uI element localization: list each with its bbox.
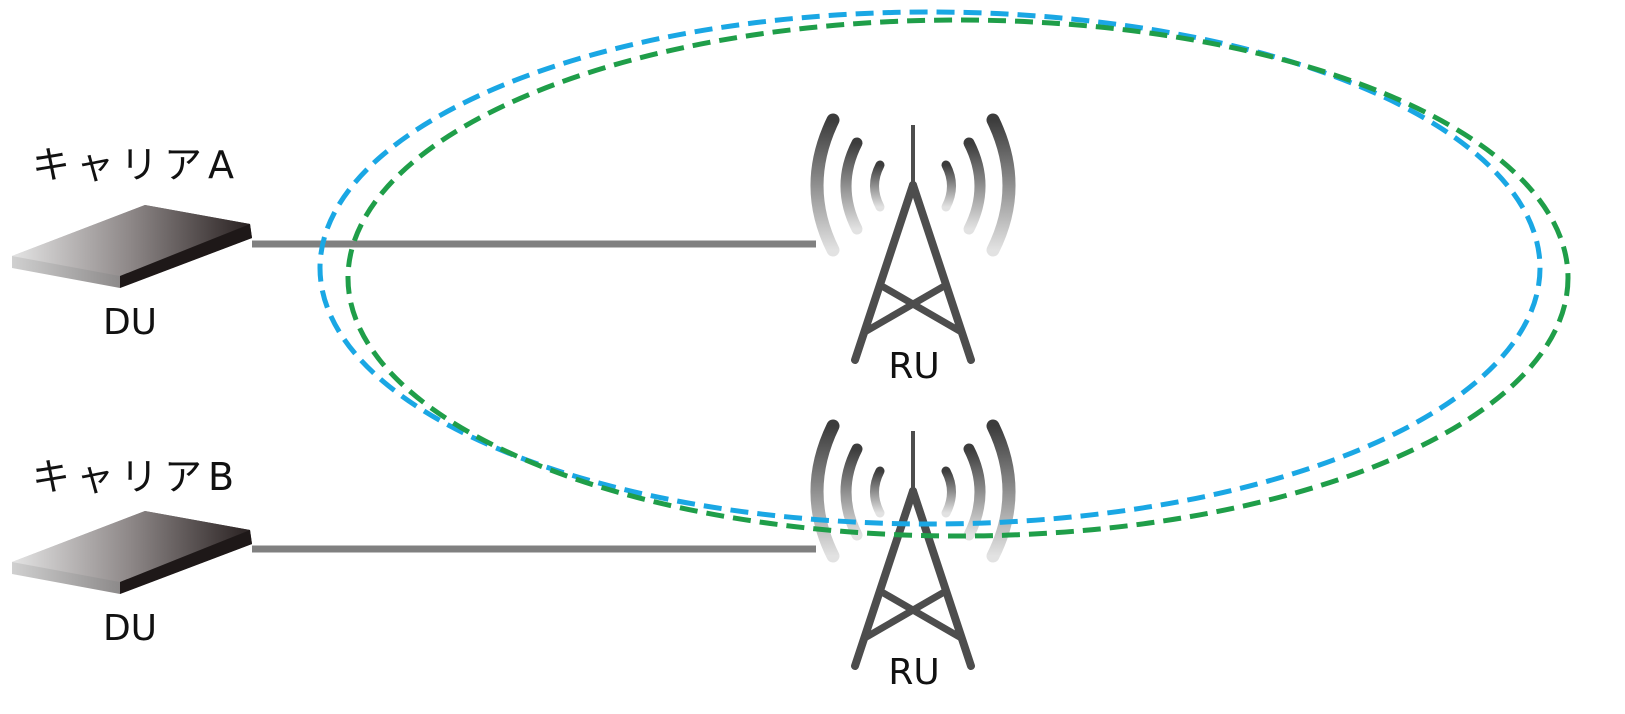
du-b-label: DU [103,608,157,649]
coverage-area-blue [317,9,1543,527]
du-device-icon [12,205,252,288]
carrier-a-label: キャリアA [32,143,240,187]
carrier-b-group: キャリアB DU RU [12,426,1009,693]
carrier-a-group: キャリアA DU RU [12,120,1009,387]
radio-tower-icon [817,426,1009,666]
ru-b-label: RU [888,652,939,693]
ru-a-label: RU [888,346,939,387]
du-device-icon [12,511,252,594]
carrier-b-label: キャリアB [32,455,240,499]
radio-tower-icon [817,120,1009,360]
coverage-area-green [345,17,1571,539]
du-a-label: DU [103,302,157,343]
